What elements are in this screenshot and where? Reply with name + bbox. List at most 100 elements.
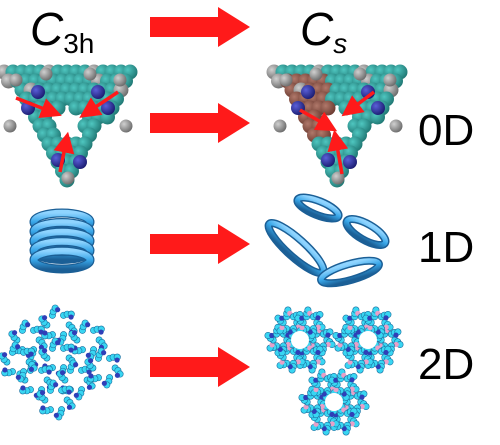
molecule-cs — [266, 64, 408, 188]
tilted-ring — [342, 215, 390, 249]
tilted-ring-shadow — [264, 219, 328, 277]
molecule-c3h — [0, 64, 138, 188]
lattice-atom-accent — [20, 385, 26, 391]
lattice-atom-accent — [73, 362, 79, 368]
lattice-pore — [340, 381, 348, 388]
lattice-atom-accent — [28, 366, 35, 372]
hydrogen-atom — [83, 67, 97, 81]
lattice-atom-accent — [347, 324, 353, 331]
cs-subscript: s — [333, 28, 348, 59]
lattice-molecule — [38, 337, 78, 379]
lattice-atom-accent — [393, 332, 399, 338]
lattice-molecule — [342, 306, 374, 339]
lattice-pore — [98, 362, 110, 374]
lattice-atom-accent — [349, 411, 355, 418]
lattice-pore — [22, 334, 34, 346]
lattice-atom-accent — [363, 349, 369, 356]
lattice-atom-accent — [98, 329, 104, 335]
lattice-atom-accent — [55, 340, 61, 346]
lattice-center-pore — [291, 331, 309, 349]
lattice-center-pore — [325, 393, 343, 411]
dipole-arrow — [79, 90, 119, 118]
lattice-c3h — [0, 304, 124, 421]
lattice-pore — [12, 356, 24, 368]
stacked-ring — [30, 247, 94, 273]
row-label-1d: 1D — [418, 223, 475, 272]
hydrogen-atom — [113, 73, 127, 87]
lattice-pore — [320, 416, 328, 423]
lattice-atom-accent — [349, 377, 355, 383]
lattice-center-pore — [359, 331, 377, 349]
nitrogen-atom — [73, 155, 87, 169]
lattice-atom-accent — [333, 386, 339, 393]
tilted-ring — [317, 256, 383, 288]
lattice-pore — [306, 319, 314, 326]
lattice-atom-accent — [269, 342, 275, 348]
lattice-atom-accent — [66, 389, 72, 395]
cs-symbol: C — [300, 3, 334, 55]
lattice-pore — [354, 354, 362, 361]
tilted-ring-body — [344, 216, 388, 248]
lattice-pore — [374, 354, 382, 361]
nitrogen-atom — [31, 85, 45, 99]
lattice-atom-accent — [53, 412, 59, 418]
lattice-pore — [340, 416, 348, 423]
dipole-arrow — [299, 108, 338, 132]
lattice-pore — [354, 319, 362, 326]
lattice-pore — [286, 354, 294, 361]
lattice-atom-accent — [303, 404, 309, 410]
tilted-ring-body — [318, 258, 382, 286]
lattice-molecule — [38, 304, 78, 346]
lattice-molecule — [68, 319, 108, 361]
tilted-ring-body — [294, 195, 342, 221]
c3h-subscript: 3h — [63, 28, 95, 59]
lattice-atom-accent — [383, 349, 389, 356]
lattice-pore — [310, 398, 318, 406]
lattice-atom-accent — [85, 352, 91, 358]
lattice-atom-accent — [279, 359, 285, 365]
lattice-pore — [306, 354, 314, 361]
dipole-arrow — [341, 90, 376, 117]
atom-sphere — [50, 100, 66, 116]
lattice-atom-accent — [114, 357, 120, 363]
lattice-atom-accent — [28, 351, 34, 357]
hydrogen-atom — [3, 119, 17, 133]
lattice-pore — [70, 374, 82, 386]
lattice-atom-accent — [325, 332, 331, 338]
lattice-pore — [30, 374, 42, 386]
tilted-rings-cs — [264, 193, 390, 288]
lattice-atom-accent — [315, 315, 321, 321]
lattice-atom-accent — [2, 367, 8, 373]
lattice-atom-accent — [68, 314, 74, 320]
lattice-atom-accent — [73, 392, 79, 398]
lattice-pore — [286, 319, 294, 326]
row-label-0d: 0D — [418, 106, 475, 155]
tilted-ring — [293, 193, 343, 223]
tilted-ring — [264, 219, 328, 277]
lattice-atom-accent — [329, 411, 335, 418]
stacked-ring — [30, 238, 94, 263]
lattice-atom-accent — [347, 359, 353, 365]
lattice-pore — [384, 336, 392, 344]
stacked-rings-c3h — [29, 208, 95, 274]
dipole-arrow — [327, 129, 349, 175]
row-label-2d: 2D — [418, 340, 475, 389]
hydrogen-atom — [119, 119, 133, 133]
arrow-header — [150, 7, 250, 47]
lattice-pore — [52, 319, 64, 331]
lattice-molecule — [294, 306, 326, 339]
atom-sphere — [320, 100, 336, 116]
lattice-atom-accent — [337, 342, 343, 348]
nitrogen-atom — [301, 85, 315, 99]
lattice-atom-accent — [66, 404, 73, 410]
lattice-atom-accent — [101, 380, 107, 386]
nitrogen-atom — [343, 155, 357, 169]
lattice-atom-accent — [86, 369, 92, 375]
arrow-0d — [150, 103, 250, 143]
hydrogen-atom — [309, 67, 323, 81]
hydrogen-atom — [353, 67, 367, 81]
lattice-pore — [374, 319, 382, 326]
lattice-atom-accent — [41, 315, 48, 321]
hydrogen-atom — [331, 171, 345, 185]
